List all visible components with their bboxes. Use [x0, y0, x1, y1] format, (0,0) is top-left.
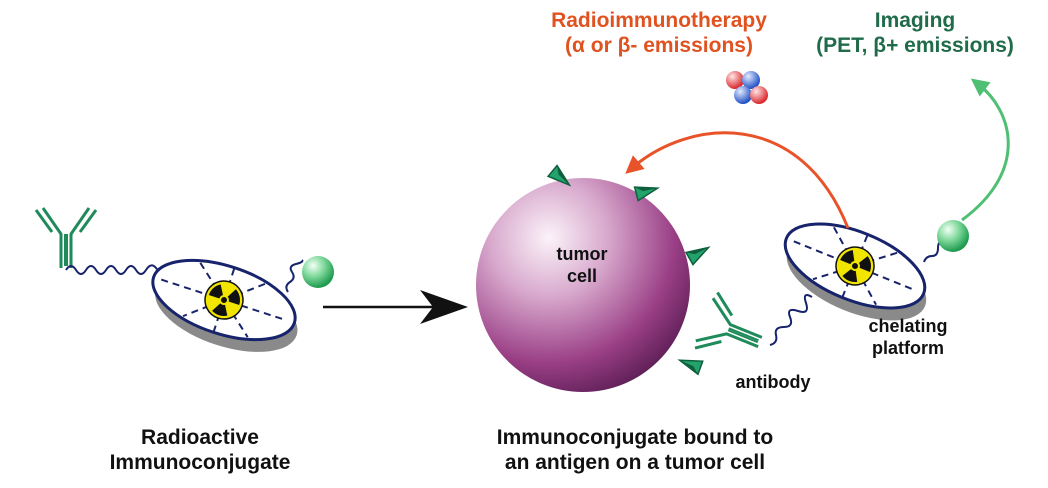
imaging-title: Imaging — [874, 9, 956, 32]
right-caption-line2: an antigen on a tumor cell — [504, 451, 766, 475]
radioimmunotherapy-label: Radioimmunotherapy (α or β- emissions) — [544, 8, 774, 58]
tumor-cell — [476, 164, 713, 392]
linker-left-antibody — [65, 264, 165, 275]
imaging-arrow — [961, 78, 1010, 222]
antigen-icon — [685, 240, 713, 266]
linker-left-sphere — [285, 259, 304, 293]
linker-right-antibody — [769, 294, 813, 346]
radioisotope-sphere-icon — [937, 220, 969, 252]
chelating-platform-label-line1: chelating — [868, 316, 948, 336]
right-caption-line1: Immunoconjugate bound to — [496, 426, 774, 449]
left-immunoconjugate — [34, 206, 334, 368]
right-immunoconjugate — [691, 207, 969, 372]
chelating-platform-left — [140, 245, 311, 368]
radioisotope-sphere-icon — [302, 256, 334, 288]
transition-arrow — [323, 290, 468, 324]
left-caption: Radioactive Immunoconjugate — [100, 425, 300, 475]
chelating-platform-label: chelating platform — [858, 316, 958, 359]
antibody-label: antibody — [728, 372, 818, 394]
tumor-cell-label-line1: tumor — [556, 244, 608, 264]
imaging-label: Imaging (PET, β+ emissions) — [800, 8, 1030, 58]
tumor-cell-label-line2: cell — [566, 265, 598, 286]
therapy-arrow — [625, 131, 850, 229]
left-caption-line1: Radioactive — [141, 426, 259, 449]
radioimmunotherapy-title: Radioimmunotherapy — [551, 9, 767, 32]
imaging-subtitle: (PET, β+ emissions) — [816, 34, 1014, 58]
antibody-label-text: antibody — [735, 372, 811, 392]
antigen-icon — [676, 352, 704, 376]
chelating-platform-label-line2: platform — [872, 337, 944, 358]
tumor-cell-label: tumor cell — [540, 244, 624, 287]
antibody-icon — [691, 290, 773, 372]
right-caption: Immunoconjugate bound to an antigen on a… — [455, 425, 815, 475]
particle-cluster-icon — [726, 71, 768, 104]
left-caption-line2: Immunoconjugate — [109, 451, 291, 475]
radioimmunotherapy-subtitle: (α or β- emissions) — [565, 34, 753, 58]
antibody-icon — [34, 206, 98, 270]
antigen-icon — [633, 180, 661, 202]
